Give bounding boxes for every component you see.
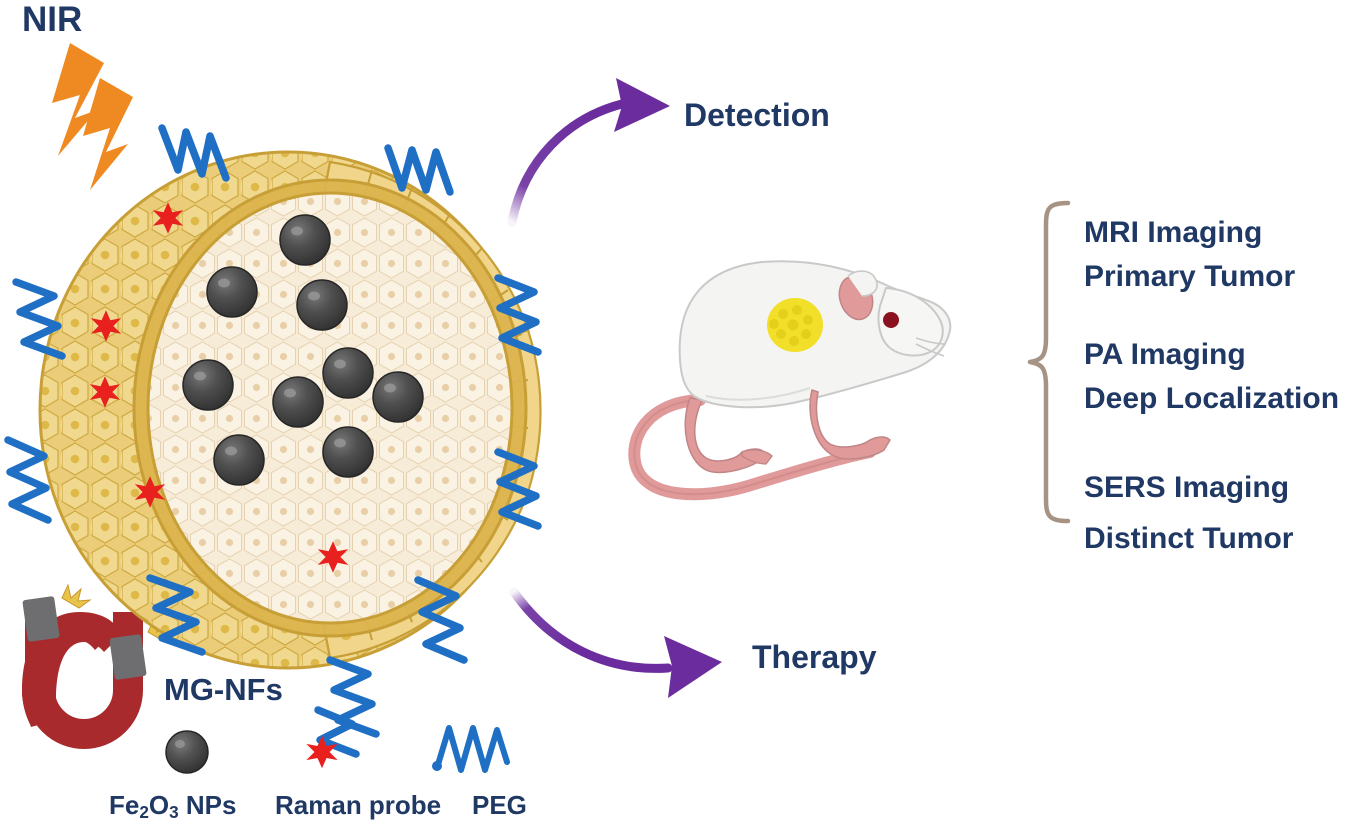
iron-oxide-sphere-icon xyxy=(182,214,424,486)
legend-label-peg: PEG xyxy=(472,790,527,820)
legend-peg-coil-icon xyxy=(432,725,510,773)
legend-red-star-icon xyxy=(306,735,338,769)
peg-coil-icon xyxy=(4,124,542,758)
outcome-modality-mri: MRI Imaging xyxy=(1084,216,1263,249)
outcome-detail-mri: Primary Tumor xyxy=(1084,260,1296,293)
detection-arrow xyxy=(507,78,670,227)
legend-label-raman-probe: Raman probe xyxy=(275,790,442,820)
legend-label-fe2o3: Fe2O3 NPs xyxy=(109,790,237,822)
therapy-arrow xyxy=(509,587,722,698)
tumor-spot-icon xyxy=(767,298,823,352)
outcome-detail-pa: Deep Localization xyxy=(1084,382,1340,415)
red-star-icon xyxy=(89,202,349,573)
therapy-label: Therapy xyxy=(752,639,877,675)
outcome-modality-pa: PA Imaging xyxy=(1084,338,1246,371)
outcome-modality-sers: SERS Imaging xyxy=(1084,471,1290,504)
mg-nfs-label: MG-NFs xyxy=(164,672,283,707)
outcome-detail-sers: Distinct Tumor xyxy=(1084,522,1294,555)
lightning-bolt-icon xyxy=(52,43,133,190)
nir-label: NIR xyxy=(22,0,83,39)
detection-label: Detection xyxy=(684,97,830,133)
legend-iron-oxide-sphere-icon xyxy=(165,730,209,774)
